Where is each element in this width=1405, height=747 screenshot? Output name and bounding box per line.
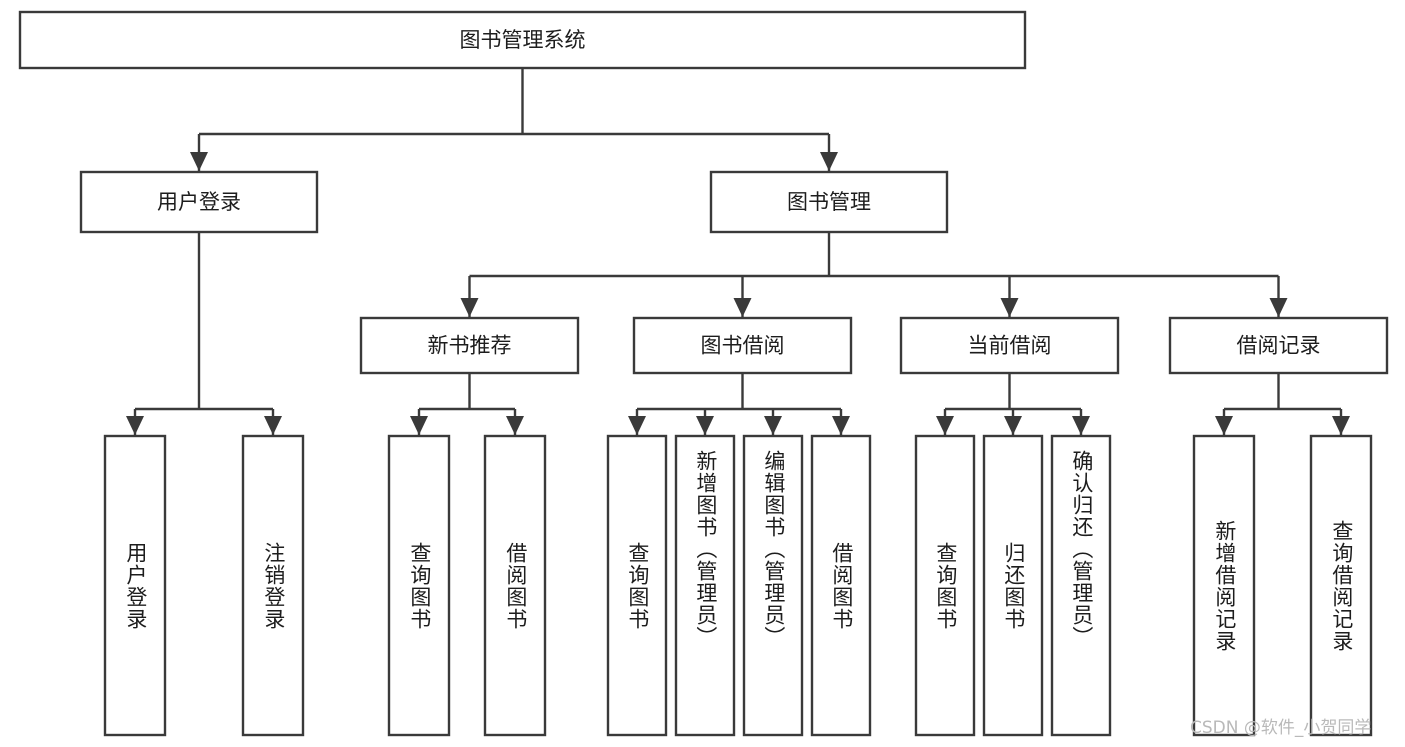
node-box-leaf-query-borrow-record[interactable] <box>1309 434 1373 737</box>
arrow-head-icon <box>190 152 208 171</box>
node-box-leaf-return-book[interactable] <box>982 434 1044 737</box>
node-box-book-borrow[interactable] <box>632 316 853 375</box>
arrow-head-icon <box>820 152 838 171</box>
node-box-leaf-add-borrow-record[interactable] <box>1192 434 1256 737</box>
arrow-head-icon <box>1000 298 1019 317</box>
node-box-root[interactable] <box>18 10 1027 70</box>
arrow-head-icon <box>832 416 850 435</box>
node-label-current-borrow: 当前借阅 <box>968 334 1052 358</box>
arrow-head-icon <box>264 416 282 435</box>
node-box-leaf-query-book-2[interactable] <box>606 434 668 737</box>
arrow-head-icon <box>1004 416 1022 435</box>
arrow-head-icon <box>1072 416 1090 435</box>
node-box-current-borrow[interactable] <box>899 316 1120 375</box>
node-label-new-book-recommend: 新书推荐 <box>428 334 512 358</box>
node-box-leaf-query-book-3[interactable] <box>914 434 976 737</box>
node-box-book-manage[interactable] <box>709 170 949 234</box>
arrow-head-icon <box>1215 416 1233 435</box>
node-label-book-manage: 图书管理 <box>787 190 871 214</box>
connectors-layer <box>126 68 1350 435</box>
node-label-user-login: 用户登录 <box>157 190 241 214</box>
node-box-leaf-borrow-book-2[interactable] <box>810 434 872 737</box>
arrow-head-icon <box>936 416 954 435</box>
arrow-head-icon <box>506 416 524 435</box>
node-box-leaf-user-login[interactable] <box>103 434 167 737</box>
node-box-leaf-query-book-1[interactable] <box>387 434 451 737</box>
node-box-leaf-logout-login[interactable] <box>241 434 305 737</box>
node-box-new-book-recommend[interactable] <box>359 316 580 375</box>
arrow-head-icon <box>696 416 714 435</box>
csdn-watermark: CSDN @软件_小贺同学 <box>1190 718 1372 738</box>
node-box-borrow-record[interactable] <box>1168 316 1389 375</box>
arrow-head-icon <box>1332 416 1350 435</box>
node-label-borrow-record: 借阅记录 <box>1237 334 1321 358</box>
arrow-head-icon <box>126 416 144 435</box>
node-box-leaf-add-book-admin[interactable] <box>674 434 736 737</box>
node-box-leaf-confirm-return-admin[interactable] <box>1050 434 1112 737</box>
arrow-head-icon <box>733 298 752 317</box>
arrow-head-icon <box>628 416 646 435</box>
node-box-leaf-borrow-book-1[interactable] <box>483 434 547 737</box>
node-label-root: 图书管理系统 <box>460 28 586 52</box>
node-box-user-login[interactable] <box>79 170 319 234</box>
arrow-head-icon <box>764 416 782 435</box>
arrow-head-icon <box>1269 298 1288 317</box>
node-box-leaf-edit-book-admin[interactable] <box>742 434 804 737</box>
arrow-head-icon <box>460 298 479 317</box>
node-label-book-borrow: 图书借阅 <box>701 334 785 358</box>
arrow-head-icon <box>410 416 428 435</box>
